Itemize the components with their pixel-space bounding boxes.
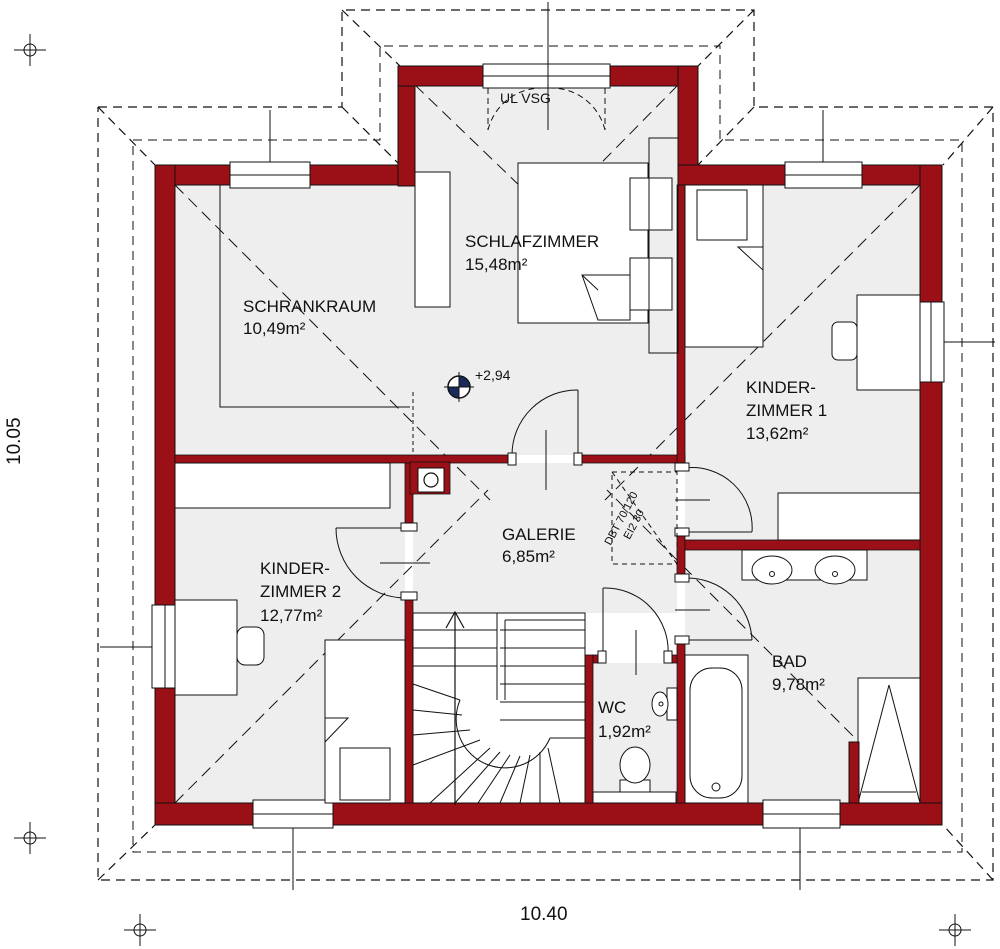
staircase [412, 612, 586, 804]
room-area-schlafzimmer: 15,48m² [465, 255, 528, 274]
room-name-wc: WC [598, 698, 626, 717]
room-area-kinderzimmer-1: 13,62m² [746, 424, 809, 443]
bed-icon [324, 639, 406, 804]
sink-icon [651, 687, 678, 721]
room-name-schlafzimmer: SCHLAFZIMMER [465, 232, 599, 251]
room-name-bad: BAD [772, 652, 807, 671]
dimension-width: 10.40 [520, 904, 568, 925]
crosshair-icon [14, 34, 971, 946]
room-name-kinderzimmer-1-line2: ZIMMER 1 [746, 401, 827, 420]
windows [151, 63, 945, 829]
room-area-schrankraum: 10,49m² [243, 319, 306, 338]
exterior-walls [154, 65, 943, 826]
toilet-icon [592, 746, 677, 804]
shaft-outline [611, 471, 678, 565]
bathtub-icon [684, 654, 749, 804]
room-name-kinderzimmer-2-line2: ZIMMER 2 [260, 582, 341, 601]
closet-fixtures [219, 171, 451, 455]
room-name-schrankraum: SCHRANKRAUM [243, 297, 376, 316]
door-swing-icon [335, 389, 753, 675]
room-area-wc: 1,92m² [598, 722, 651, 741]
room-name-galerie: GALERIE [502, 525, 576, 544]
room-area-kinderzimmer-2: 12,77m² [260, 606, 323, 625]
level-marker-icon [444, 372, 474, 402]
room-name-kinderzimmer-1: KINDER- [746, 378, 816, 397]
door-jambs [400, 452, 690, 664]
interior-walls [174, 184, 921, 804]
desk-icon [777, 294, 921, 541]
top-label: UL VSG [500, 90, 551, 106]
desk-icon [174, 462, 391, 696]
bed-icon [684, 184, 764, 348]
dimension-height: 10.05 [4, 417, 25, 465]
bed-icon [517, 137, 679, 354]
shower-icon [848, 677, 921, 804]
sink-icon [741, 549, 868, 585]
level-label: +2,94 [475, 367, 511, 383]
roof-outline [97, 9, 994, 881]
room-area-bad: 9,78m² [772, 675, 825, 694]
balcony-door [487, 87, 606, 131]
room-name-kinderzimmer-2: KINDER- [260, 559, 330, 578]
chimney-shaft [417, 467, 445, 493]
window-ticks [100, 2, 995, 890]
room-area-galerie: 6,85m² [502, 547, 555, 566]
stair-arrow-icon [445, 610, 465, 805]
